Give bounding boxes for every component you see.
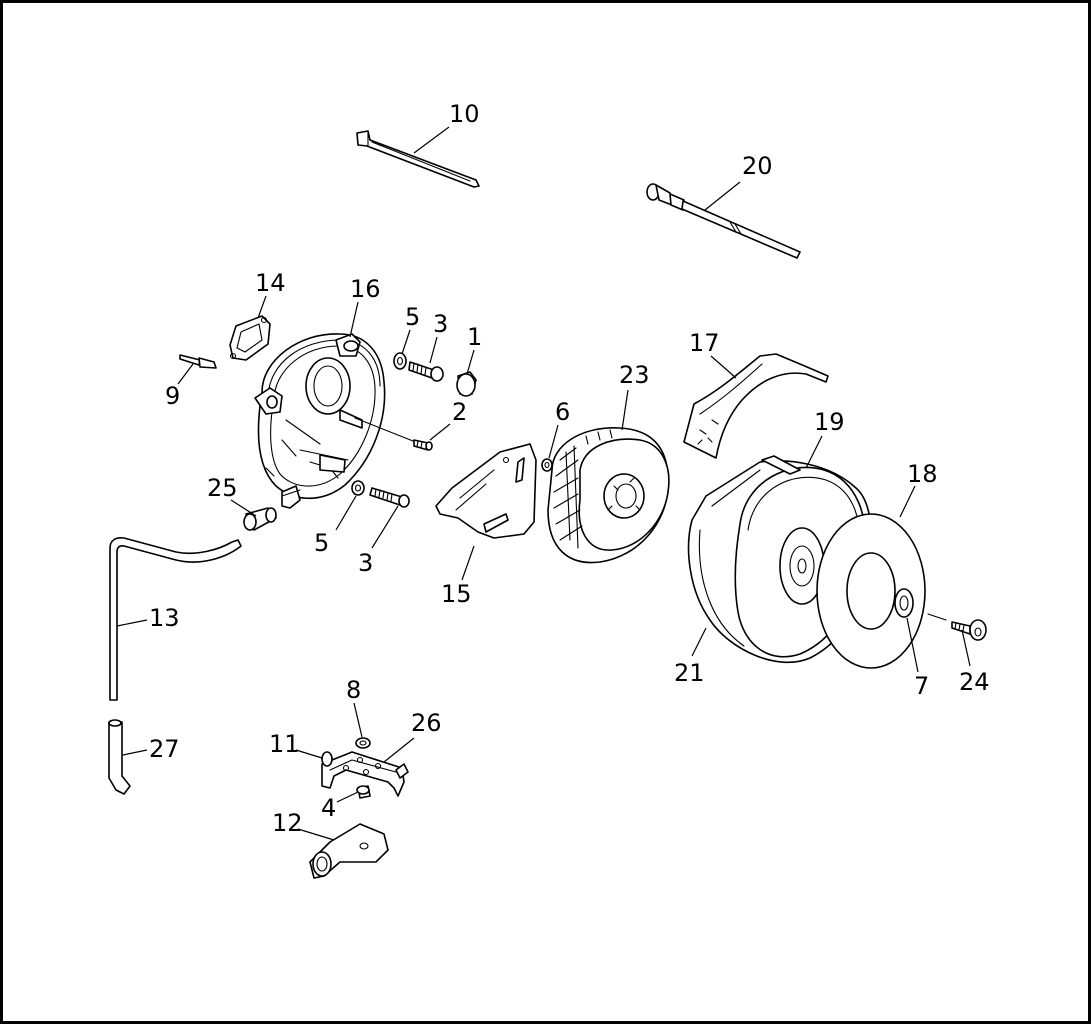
callout-25: 25 <box>207 474 238 502</box>
leader-1 <box>466 349 475 375</box>
part-15-bracket <box>435 443 537 539</box>
leader-7 <box>906 617 919 673</box>
callout-1: 1 <box>467 323 482 351</box>
callout-15: 15 <box>441 580 472 608</box>
leader-27 <box>122 749 148 756</box>
leader-20 <box>704 181 741 211</box>
part-17-cover-trim <box>683 353 829 459</box>
part-23-filter-element <box>547 427 670 564</box>
callout-21: 21 <box>674 659 705 687</box>
callout-5-lower: 5 <box>314 529 329 557</box>
callout-11: 11 <box>269 730 300 758</box>
part-2-screw <box>413 439 433 451</box>
leader-19 <box>805 435 823 469</box>
part-14-gasket <box>229 315 271 361</box>
part-7-washer <box>894 588 914 618</box>
part-4-screw <box>356 785 371 799</box>
leader-11 <box>295 749 323 759</box>
leader-3-upper <box>429 336 438 364</box>
part-25-alignment-line <box>281 489 301 497</box>
callout-3-upper: 3 <box>433 310 448 338</box>
part-24-screw <box>951 619 987 641</box>
leader-5-upper <box>401 329 411 355</box>
leader-9 <box>177 363 194 385</box>
part-2-leader-line <box>354 417 414 442</box>
part-6-washer <box>541 458 553 472</box>
callout-17: 17 <box>689 329 720 357</box>
leader-17 <box>710 355 737 379</box>
part-25-fitting <box>243 507 277 531</box>
callout-4: 4 <box>321 794 336 822</box>
callout-16: 16 <box>350 275 381 303</box>
leader-12 <box>297 828 335 841</box>
callout-24: 24 <box>959 668 990 696</box>
callout-14: 14 <box>255 269 286 297</box>
part-5-washer-upper <box>393 352 407 370</box>
callout-23: 23 <box>619 361 650 389</box>
callout-3-lower: 3 <box>358 549 373 577</box>
part-20-stud <box>646 183 801 259</box>
leader-14 <box>257 295 267 319</box>
part-24-alignment-line <box>927 613 947 621</box>
callout-12: 12 <box>272 809 303 837</box>
callout-26: 26 <box>411 709 442 737</box>
leader-16 <box>349 301 359 338</box>
part-3-screw-lower <box>369 487 410 508</box>
part-9-pin <box>179 354 217 369</box>
leader-8 <box>353 702 363 738</box>
callout-7: 7 <box>914 672 929 700</box>
callout-6: 6 <box>555 398 570 426</box>
callout-27: 27 <box>149 735 180 763</box>
leader-21 <box>691 627 707 657</box>
leader-5-lower <box>335 495 357 531</box>
part-8-nut <box>355 737 371 749</box>
part-16-backplate <box>254 333 386 509</box>
callout-20: 20 <box>742 152 773 180</box>
part-26-bracket <box>321 751 409 797</box>
callout-labels: 10 20 14 16 5 3 1 17 23 9 2 6 19 18 25 5… <box>149 100 990 837</box>
leader-26 <box>383 737 415 763</box>
callout-9: 9 <box>165 382 180 410</box>
callout-2: 2 <box>452 398 467 426</box>
leader-10 <box>413 126 450 154</box>
part-5-washer-lower <box>351 480 365 496</box>
callout-19: 19 <box>814 408 845 436</box>
leader-2 <box>429 423 451 441</box>
leader-4 <box>336 791 359 803</box>
callout-13: 13 <box>149 604 180 632</box>
part-11-screw <box>321 751 333 767</box>
leader-25 <box>230 499 257 517</box>
callout-18: 18 <box>907 460 938 488</box>
leader-24 <box>961 629 971 667</box>
leader-23 <box>621 389 629 431</box>
part-3-screw-upper <box>408 361 444 382</box>
part-13-hose <box>109 537 242 701</box>
part-27-hose-end <box>108 719 131 795</box>
callout-8: 8 <box>346 676 361 704</box>
part-18-trim-ring <box>816 513 926 669</box>
leader-15 <box>461 545 475 581</box>
callout-5-upper: 5 <box>405 303 420 331</box>
leader-18 <box>899 485 916 518</box>
part-12-clamp <box>309 823 389 879</box>
leader-13 <box>116 619 148 627</box>
leader-lines <box>116 126 971 841</box>
part-1-plug <box>456 371 477 397</box>
callout-10: 10 <box>449 100 480 128</box>
leader-6 <box>548 424 559 459</box>
leader-3-lower <box>371 505 399 549</box>
part-10-cable-strap <box>356 130 480 188</box>
